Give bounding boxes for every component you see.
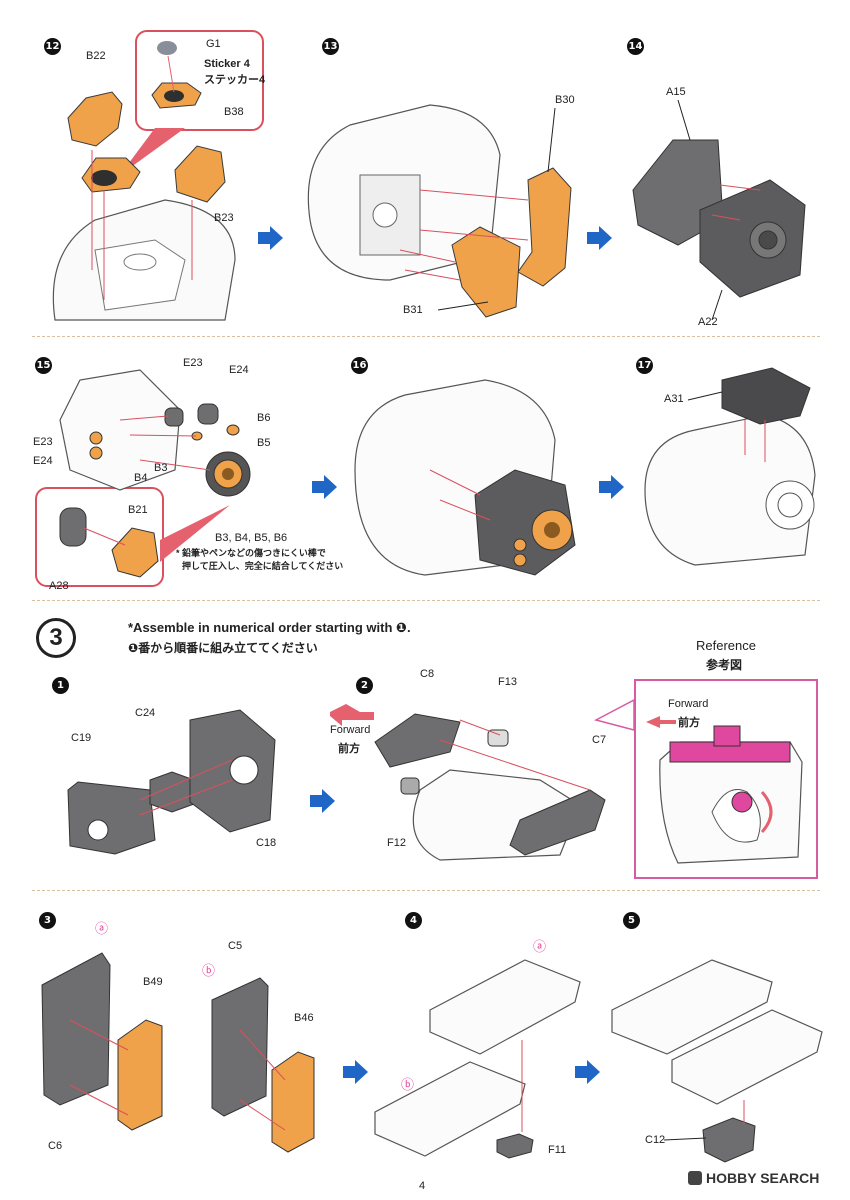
label-a22: A22 [698,316,718,328]
watermark-logo-icon [688,1171,702,1185]
parts-note: B3, B4, B5, B6 [215,532,288,544]
label-b3: B3 [154,462,168,474]
label-a15: A15 [666,86,686,98]
label-sticker-en: Sticker 4 [204,58,250,70]
step-12-badge: 12 [44,38,61,55]
label-c6: C6 [48,1140,63,1152]
reference-en: Reference [696,638,756,653]
label-b31: B31 [403,304,423,316]
label-c24: C24 [135,707,156,719]
section-3-badge: 3 [36,618,76,658]
label-f12: F12 [387,837,406,849]
mark-a-sub4: ⓐ [533,939,547,954]
label-b49: B49 [143,976,163,988]
sub-4-badge: 4 [405,912,422,929]
label-b4: B4 [134,472,148,484]
mark-b-sub4: ⓑ [401,1077,415,1092]
press-note-line1: * 鉛筆やペンなどの傷つきにくい棒で [176,548,326,558]
label-b22: B22 [86,50,106,62]
step-14-badge: 14 [627,38,644,55]
sub-3-badge: 3 [39,912,56,929]
instruction-jp: ❶番から順番に組み立ててください [128,641,318,655]
sub-2-badge: 2 [356,677,373,694]
step-17-badge: 17 [636,357,653,374]
section-divider [32,336,820,337]
watermark-text: HOBBY SEARCH [706,1170,820,1186]
label-f11: F11 [548,1144,567,1156]
label-b46: B46 [294,1012,314,1024]
label-f13: F13 [498,676,517,688]
label-c5: C5 [228,940,243,952]
label-e24-top: E24 [229,364,249,376]
press-note-line2: 押して圧入し、完全に結合してください [182,561,344,571]
label-b30: B30 [555,94,575,106]
sticker-callout-panel [135,30,264,131]
label-c7: C7 [592,734,607,746]
forward-jp: 前方 [338,743,360,755]
forward-jp-ref: 前方 [678,717,700,729]
label-e23-top: E23 [183,357,203,369]
label-b38: B38 [224,106,244,118]
label-b6: B6 [257,412,271,424]
label-e23-left: E23 [33,436,53,448]
label-c19: C19 [71,732,92,744]
instruction-en: *Assemble in numerical order starting wi… [128,620,411,635]
sub-1-badge: 1 [52,677,69,694]
page-number: 4 [419,1180,426,1192]
forward-en-ref: Forward [668,698,709,710]
mark-a: ⓐ [95,921,109,936]
sub-5-badge: 5 [623,912,640,929]
label-g1: G1 [206,38,221,50]
section-divider [32,890,820,891]
label-a31: A31 [664,393,684,405]
mark-b: ⓑ [202,963,216,978]
step-16-badge: 16 [351,357,368,374]
step-15-badge: 15 [35,357,52,374]
label-c12: C12 [645,1134,666,1146]
forward-en: Forward [330,724,371,736]
label-c18: C18 [256,837,277,849]
label-c8: C8 [420,668,435,680]
label-sticker-jp: ステッカー4 [204,74,266,86]
label-a28: A28 [49,580,69,592]
watermark: HOBBY SEARCH [688,1170,819,1186]
label-e24-left: E24 [33,455,53,467]
label-b21: B21 [128,504,148,516]
section-divider [32,600,820,601]
step-13-badge: 13 [322,38,339,55]
reference-jp: 参考図 [706,658,743,672]
label-b23: B23 [214,212,234,224]
label-b5: B5 [257,437,271,449]
